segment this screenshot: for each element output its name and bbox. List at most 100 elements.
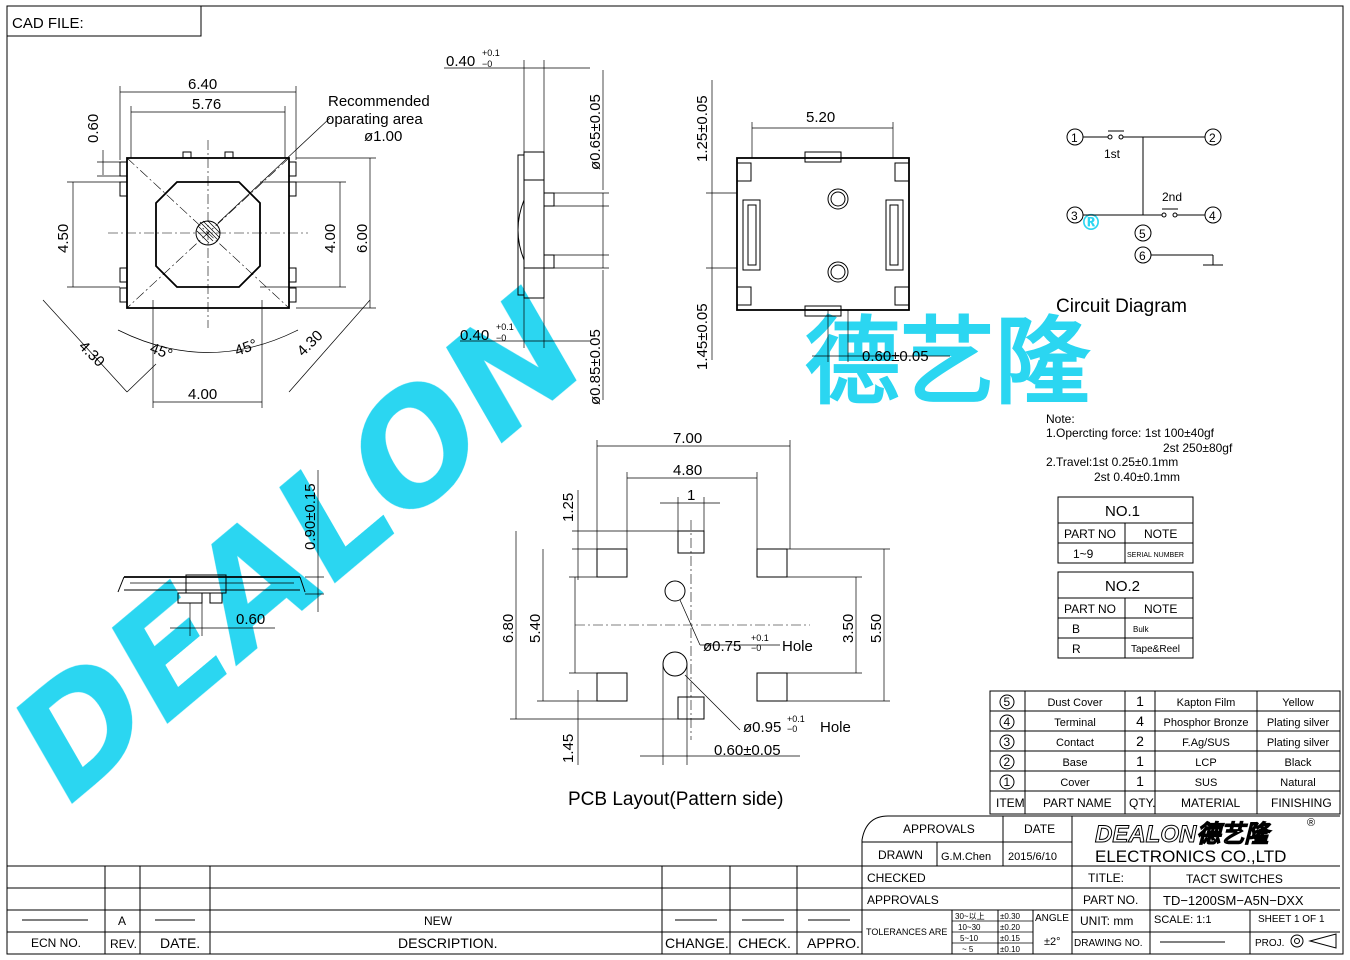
svg-text:~ 5: ~ 5 <box>962 945 974 954</box>
svg-text:CHECKED: CHECKED <box>867 871 926 885</box>
svg-text:ITEM: ITEM <box>996 796 1025 810</box>
bom-item-circle <box>999 694 1015 710</box>
svg-text:CHECK.: CHECK. <box>738 935 791 951</box>
hole-large-dia: ø0.95 <box>743 719 781 736</box>
front-view: 0.90±0.15 0.60 <box>117 470 324 636</box>
bom-cell-name: Dust Cover <box>1047 697 1102 709</box>
bom-item-circle <box>999 754 1015 770</box>
svg-text:SHEET 1 OF 1: SHEET 1 OF 1 <box>1258 914 1325 925</box>
bom-cell-qty: 4 <box>1136 713 1144 729</box>
bom-cell-qty: 1 <box>1136 773 1144 789</box>
svg-text:+0.1: +0.1 <box>482 48 500 58</box>
dim-4-00-h: 4.00 <box>188 386 217 403</box>
svg-text:QTY.: QTY. <box>1129 796 1155 810</box>
side-view: 0.40 +0.1 −0 0.40 +0.1 −0 ø0.65±0.05 ø0.… <box>444 48 609 405</box>
actuator-octagon <box>155 181 261 288</box>
pcb-pad <box>756 548 788 578</box>
bom-cell-qty: 1 <box>1136 753 1144 769</box>
bom-cell-num: 1 <box>1004 775 1011 789</box>
table-no1: NO.1 PART NO NOTE 1~9 SERIAL NUMBER <box>1057 496 1194 564</box>
bottom-dim-0-60: 0.60±0.05 <box>862 348 929 365</box>
dim-4-00-v: 4.00 <box>322 224 339 253</box>
pcb-pad <box>596 548 628 578</box>
pcb-pad <box>756 672 788 702</box>
svg-text:APPROVALS: APPROVALS <box>903 822 975 836</box>
svg-text:2.Travel:1st 0.25±0.1mm: 2.Travel:1st 0.25±0.1mm <box>1046 455 1178 469</box>
dim-0-60: 0.60 <box>85 114 102 143</box>
svg-text:DESCRIPTION.: DESCRIPTION. <box>398 935 498 951</box>
front-dim-0-60: 0.60 <box>236 611 265 628</box>
svg-text:PART NAME: PART NAME <box>1043 796 1112 810</box>
svg-text:PART NO.: PART NO. <box>1083 893 1138 907</box>
pcb-hole-large <box>662 651 688 677</box>
svg-text:CHANGE.: CHANGE. <box>665 935 729 951</box>
circuit-diagram: 1 2 3 4 5 6 1st 2nd Circuit Diagram <box>1056 128 1223 317</box>
bom-cell-qty: 2 <box>1136 733 1144 749</box>
svg-text:±0.10: ±0.10 <box>1000 945 1021 954</box>
dim-5-76: 5.76 <box>192 96 221 113</box>
svg-text:DATE: DATE <box>1024 822 1055 836</box>
side-dim-0-40-bottom: 0.40 <box>460 327 489 344</box>
svg-text:A: A <box>118 914 126 928</box>
title-block: APPROVALS DATE DRAWN G.M.Chen 2015/6/10 … <box>861 815 1340 954</box>
pcb-dim-5-50: 5.50 <box>868 614 885 643</box>
svg-text:PROJ.: PROJ. <box>1255 938 1284 949</box>
svg-text:PART NO: PART NO <box>1064 527 1116 541</box>
svg-text:4: 4 <box>1209 209 1216 223</box>
svg-text:SCALE: 1:1: SCALE: 1:1 <box>1154 914 1211 926</box>
svg-text:®: ® <box>1307 817 1315 829</box>
svg-text:±0.30: ±0.30 <box>1000 912 1021 921</box>
svg-text:6: 6 <box>1139 249 1146 263</box>
svg-text:NO.1: NO.1 <box>1105 503 1140 520</box>
svg-text:TOLERANCES ARE: TOLERANCES ARE <box>866 927 947 937</box>
svg-text:+0.1: +0.1 <box>787 714 805 724</box>
bom-cell-mat: SUS <box>1195 777 1218 789</box>
bottom-dim-1-45: 1.45±0.05 <box>694 303 711 370</box>
svg-text:2st 0.40±0.1mm: 2st 0.40±0.1mm <box>1094 470 1180 484</box>
operating-area-dia: ø1.00 <box>364 128 402 145</box>
bom-cell-fin: Plating silver <box>1267 737 1330 749</box>
svg-text:1: 1 <box>1071 131 1078 145</box>
svg-text:ANGLE: ANGLE <box>1035 913 1069 924</box>
svg-text:B: B <box>1072 622 1080 636</box>
cad-file-box <box>6 5 202 37</box>
bom-cell-mat: F.Ag/SUS <box>1182 737 1230 749</box>
bom-cell-mat: LCP <box>1195 757 1216 769</box>
table-no2: NO.2 PART NO NOTE B Bulk R Tape&Reel <box>1057 571 1194 659</box>
hole-small-dia: ø0.75 <box>703 638 741 655</box>
side-dim-0-40-top: 0.40 <box>446 53 475 70</box>
company-name: ELECTRONICS CO.,LTD <box>1095 847 1286 866</box>
svg-text:MATERIAL: MATERIAL <box>1181 796 1240 810</box>
svg-text:−0: −0 <box>482 59 492 69</box>
dealon-watermark: DEALON 德艺隆 ® <box>0 211 1102 844</box>
bom-item-circle <box>999 774 1015 790</box>
svg-text:APPRO.: APPRO. <box>807 935 860 951</box>
svg-text:NEW: NEW <box>424 914 453 928</box>
svg-text:Hole: Hole <box>820 719 851 736</box>
svg-text:SERIAL NUMBER: SERIAL NUMBER <box>1127 552 1184 559</box>
bom-cell-qty: 1 <box>1136 693 1144 709</box>
pcb-pad <box>596 672 628 702</box>
dim-4-50: 4.50 <box>55 224 72 253</box>
svg-text:Tape&Reel: Tape&Reel <box>1131 644 1180 655</box>
top-view: 6.40 5.76 0.60 4.50 4.00 6.00 4.30 4.30 … <box>42 76 430 408</box>
dim-6-40: 6.40 <box>188 76 217 93</box>
side-dim-0-85: ø0.85±0.05 <box>587 329 604 405</box>
svg-text:TITLE:: TITLE: <box>1088 871 1124 885</box>
svg-text:PART NO: PART NO <box>1064 602 1116 616</box>
pcb-dim-1-45: 1.45 <box>560 734 577 763</box>
pcb-dim-6-80: 6.80 <box>500 614 517 643</box>
switch-2nd-label: 2nd <box>1162 190 1182 204</box>
bom-cell-fin: Plating silver <box>1267 717 1330 729</box>
svg-text:5: 5 <box>1139 227 1146 241</box>
pcb-hole-small <box>664 580 686 602</box>
drawing-title: TACT SWITCHES <box>1186 872 1283 886</box>
bottom-view-body <box>736 157 910 311</box>
svg-text:ECN NO.: ECN NO. <box>31 936 81 950</box>
svg-text:Note:: Note: <box>1046 412 1075 426</box>
bom-item-circle <box>999 734 1015 750</box>
bom-item-circle <box>999 714 1015 730</box>
svg-text:R: R <box>1072 642 1081 656</box>
